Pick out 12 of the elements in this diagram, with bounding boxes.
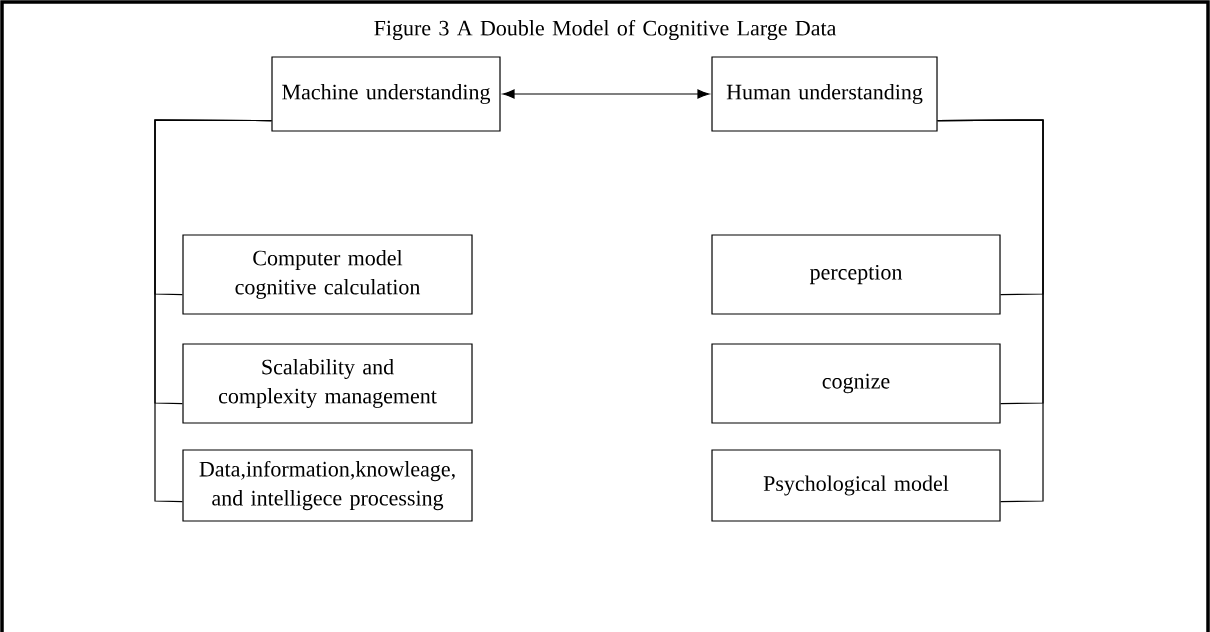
text-box: cognize [711, 343, 1001, 424]
text-box: Computer model cognitive calculation [182, 234, 473, 315]
text-box: Machine understanding [271, 56, 501, 132]
text-box: Human understanding [711, 56, 938, 132]
text-box: Data,information,knowleage, and intelligece processing [182, 449, 473, 522]
text-box: Scalability and complexity management [182, 343, 473, 424]
text-box: Psychological model [711, 449, 1001, 522]
text-box: perception [711, 234, 1001, 315]
connector [937, 119, 1044, 503]
title: Figure 3 A Double Model of Cognitive Large Data [374, 19, 837, 41]
connector [502, 89, 710, 99]
connector [154, 119, 272, 503]
